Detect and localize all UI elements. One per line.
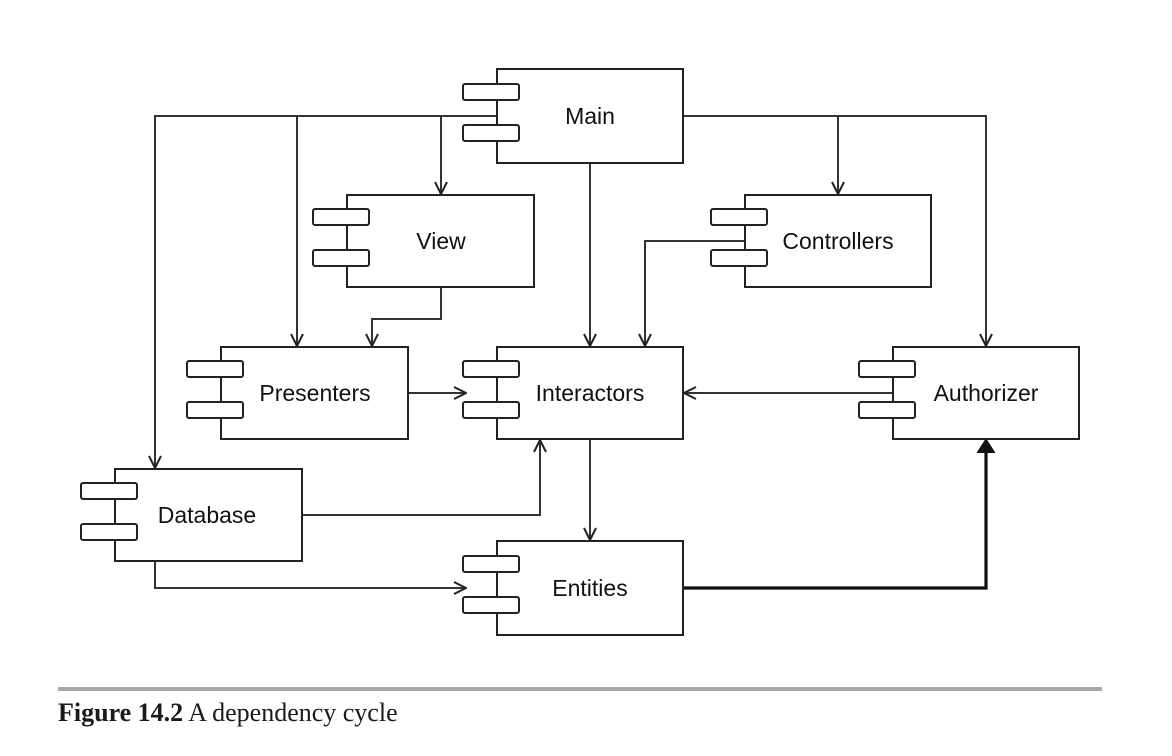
component-entities: Entities xyxy=(462,540,684,636)
dependency-arrow-view-to-presenters xyxy=(372,287,442,346)
component-tab-1 xyxy=(462,83,520,101)
component-tab-1 xyxy=(462,555,520,573)
component-tab-2 xyxy=(186,401,244,419)
component-tab-2 xyxy=(462,401,520,419)
component-tab-1 xyxy=(186,360,244,378)
dependency-arrow-database-to-entities xyxy=(154,561,466,588)
component-tab-1 xyxy=(710,208,768,226)
dependency-arrow-database-to-interactors xyxy=(302,440,540,516)
component-label: Presenters xyxy=(259,380,370,406)
component-label: Database xyxy=(158,502,256,528)
component-tab-2 xyxy=(462,596,520,614)
component-controllers: Controllers xyxy=(710,194,932,288)
component-tab-1 xyxy=(80,482,138,500)
component-box xyxy=(496,540,684,636)
figure-caption-text: A dependency cycle xyxy=(188,698,398,727)
component-tab-2 xyxy=(462,124,520,142)
component-database: Database xyxy=(80,468,303,562)
component-view: View xyxy=(312,194,535,288)
component-main: Main xyxy=(462,68,684,164)
dependency-edges xyxy=(154,115,986,590)
component-label: Authorizer xyxy=(934,380,1039,406)
component-label: Entities xyxy=(552,575,627,601)
component-label: Interactors xyxy=(536,380,645,406)
dependency-arrow-controllers-to-interactors xyxy=(645,240,745,346)
component-box xyxy=(496,346,684,440)
component-box xyxy=(496,68,684,164)
component-box xyxy=(114,468,303,562)
component-tab-2 xyxy=(312,249,370,267)
component-presenters: Presenters xyxy=(186,346,409,440)
dependency-arrow-main-to-database xyxy=(155,115,497,468)
component-tab-1 xyxy=(858,360,916,378)
figure-caption: Figure 14.2 A dependency cycle xyxy=(58,698,398,728)
component-tab-2 xyxy=(710,249,768,267)
component-interactors: Interactors xyxy=(462,346,684,440)
component-box xyxy=(892,346,1080,440)
component-authorizer: Authorizer xyxy=(858,346,1080,440)
caption-divider xyxy=(58,687,1102,691)
component-label: Controllers xyxy=(782,228,893,254)
dependency-arrow-main-to-controllers xyxy=(683,115,838,194)
component-tab-2 xyxy=(858,401,916,419)
component-label: View xyxy=(416,228,466,254)
component-tab-1 xyxy=(312,208,370,226)
component-box xyxy=(346,194,535,288)
figure-number: Figure 14.2 xyxy=(58,698,184,727)
component-tab-2 xyxy=(80,523,138,541)
component-box xyxy=(220,346,409,440)
dependency-arrow-main-to-authorizer xyxy=(838,115,986,346)
component-tab-1 xyxy=(462,360,520,378)
dependency-arrow-entities-to-authorizer xyxy=(683,441,986,590)
component-box xyxy=(744,194,932,288)
component-label: Main xyxy=(565,103,615,129)
